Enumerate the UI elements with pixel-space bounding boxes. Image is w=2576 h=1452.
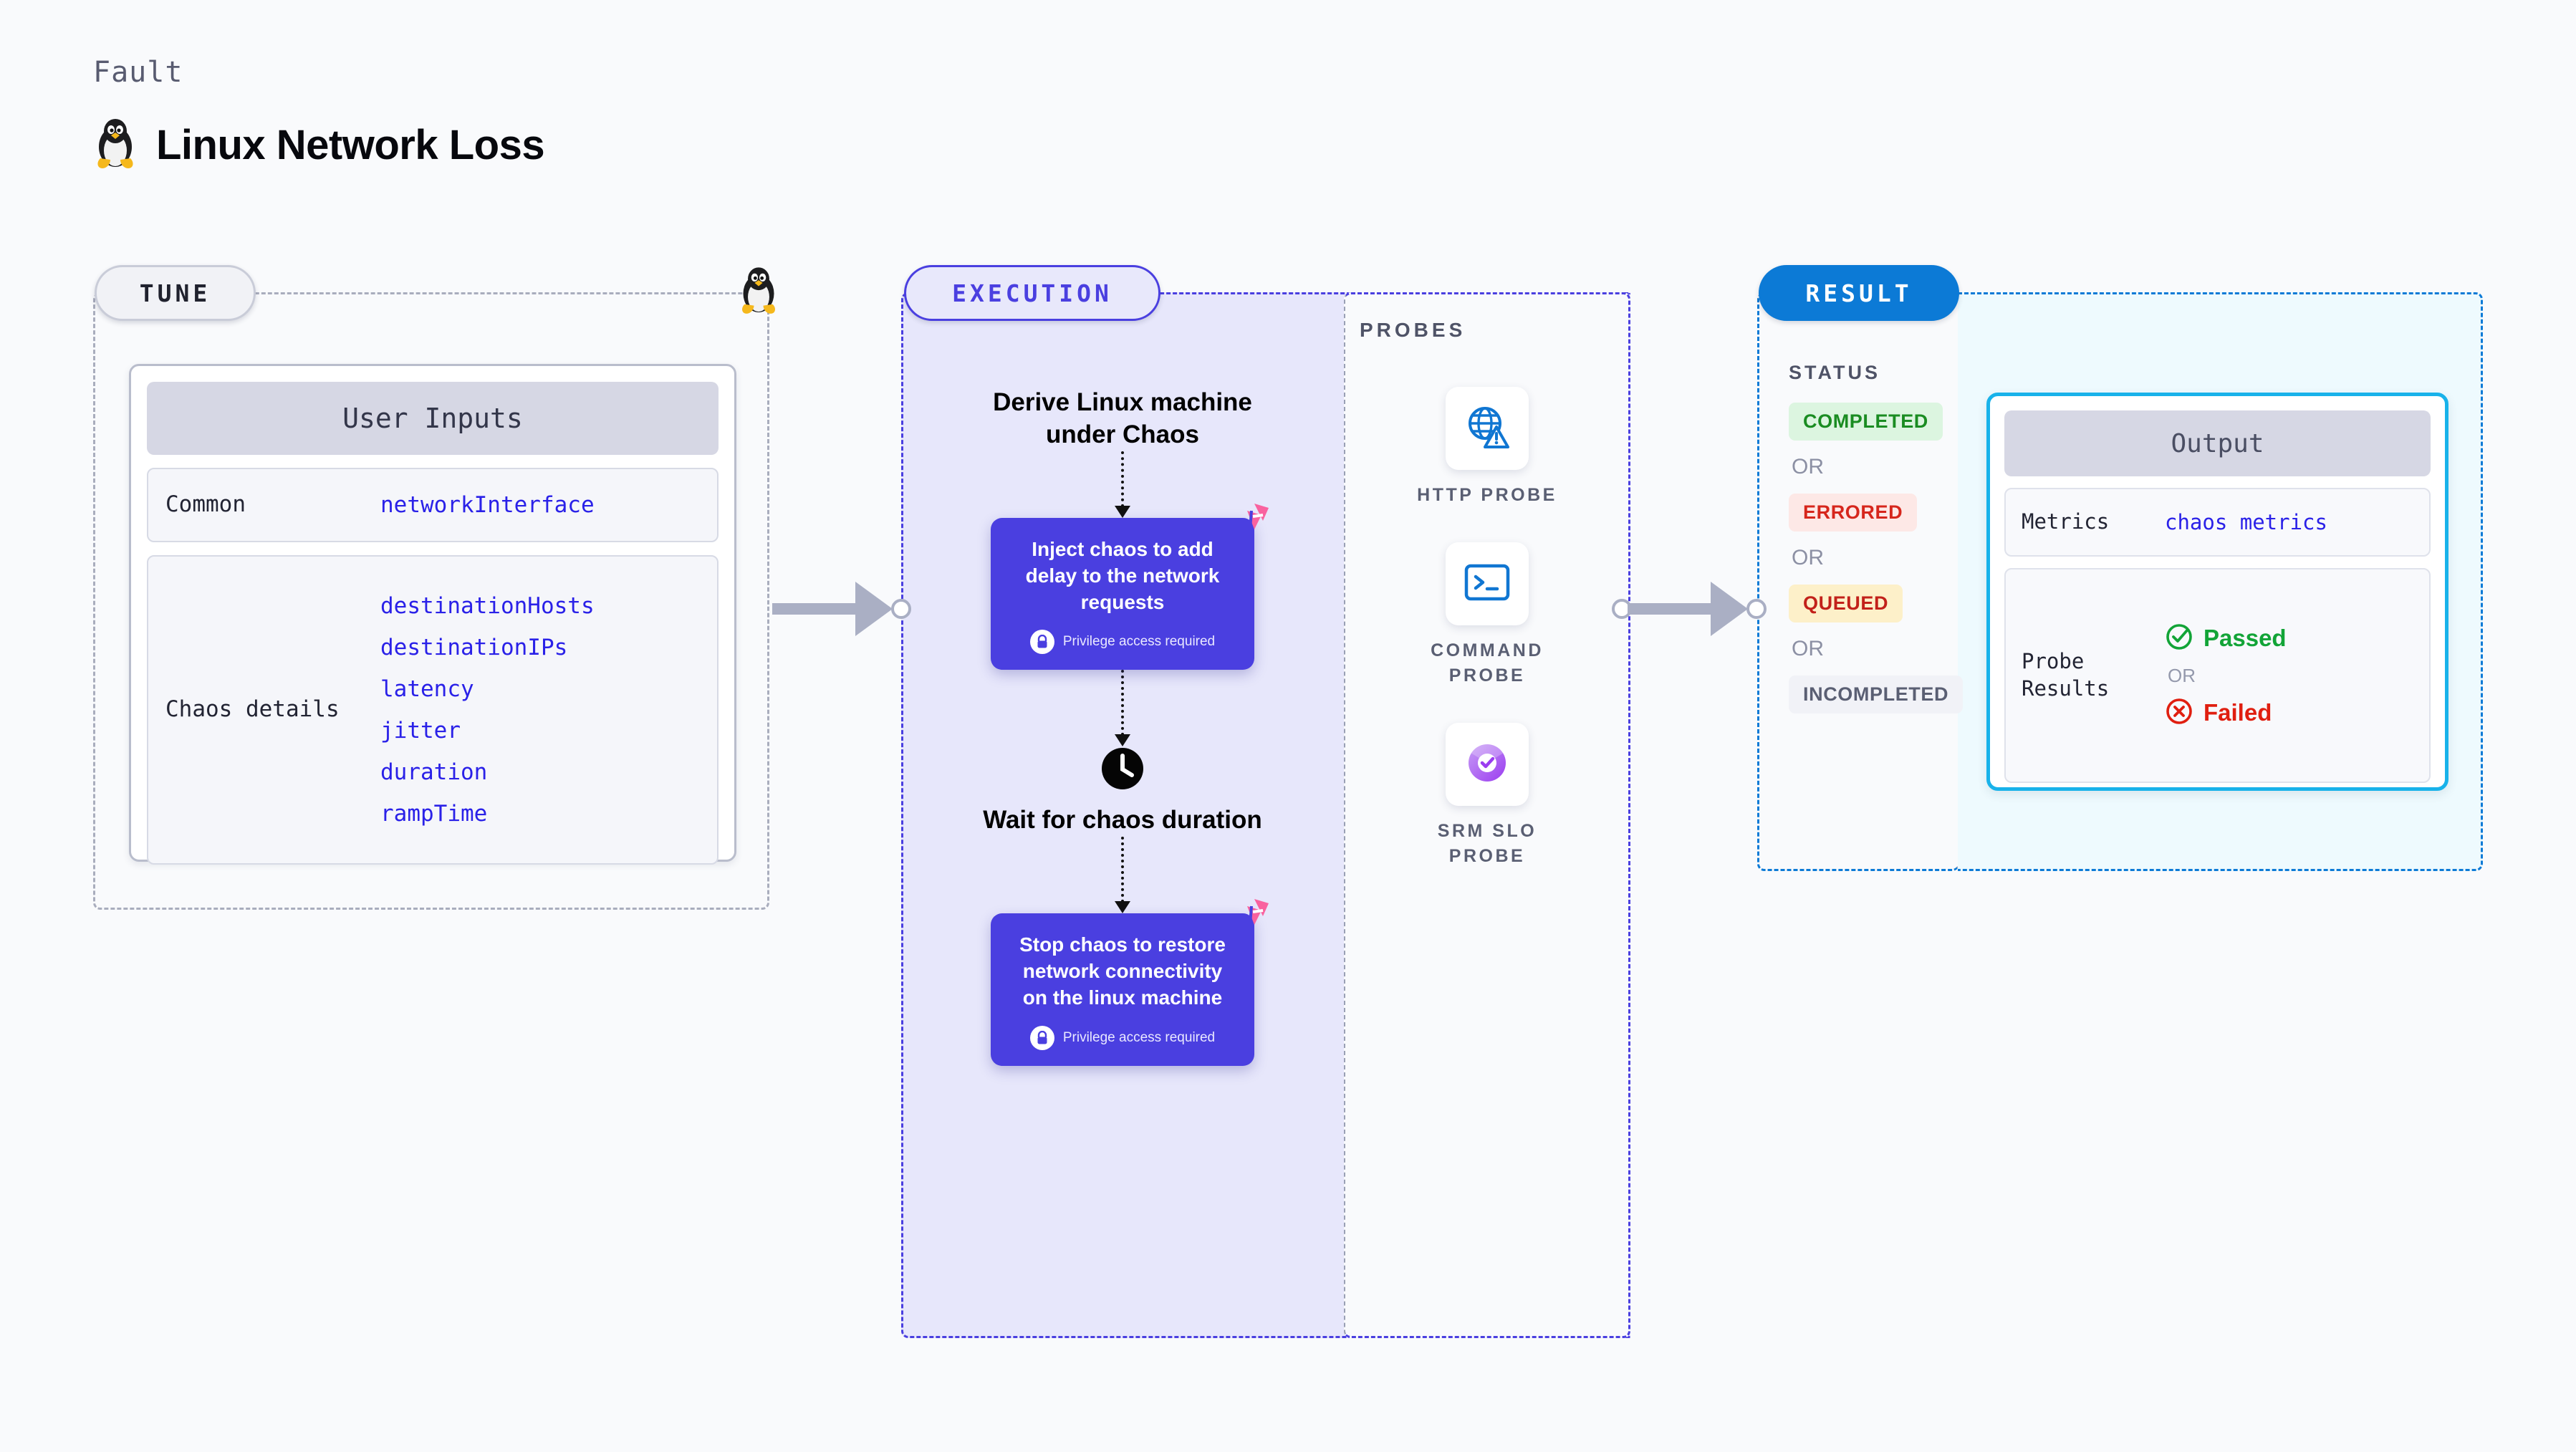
input-value: destinationHosts bbox=[380, 593, 595, 619]
probe-item-srm-slo[interactable]: SRM SLO PROBE bbox=[1398, 723, 1577, 869]
wait-step-text: Wait for chaos duration bbox=[983, 806, 1262, 835]
input-value: latency bbox=[380, 676, 474, 702]
probe-item-http[interactable]: HTTP PROBE bbox=[1417, 387, 1557, 508]
probes-heading: PROBES bbox=[1360, 319, 1466, 341]
input-row-label: Common bbox=[165, 491, 246, 518]
execution-flow: Derive Linux machine under Chaos Inject … bbox=[901, 387, 1344, 1067]
result-label: RESULT bbox=[1759, 265, 1959, 321]
status-or-3: OR bbox=[1792, 637, 1824, 660]
output-title: Output bbox=[2004, 410, 2431, 476]
inject-chaos-text: Inject chaos to add delay to the network… bbox=[1025, 537, 1220, 613]
output-metrics-value: chaos metrics bbox=[2165, 510, 2327, 534]
input-value: jitter bbox=[380, 718, 461, 744]
check-circle-icon bbox=[2165, 622, 2193, 655]
chaos-logo-icon bbox=[1233, 501, 1270, 542]
input-row-values: networkInterface bbox=[380, 492, 595, 518]
probe-item-command[interactable]: COMMAND PROBE bbox=[1398, 542, 1577, 688]
status-column: STATUS COMPLETED OR ERRORED OR QUEUED OR… bbox=[1789, 362, 1964, 713]
stop-chaos-text: Stop chaos to restore network connectivi… bbox=[1019, 933, 1226, 1009]
probe-result-or: OR bbox=[2168, 664, 2196, 686]
input-row-label: Chaos details bbox=[165, 696, 340, 723]
probe-label: COMMAND PROBE bbox=[1431, 640, 1544, 686]
privilege-label: Privilege access required bbox=[1062, 634, 1216, 650]
status-or-2: OR bbox=[1792, 546, 1824, 569]
user-inputs-card: User Inputs Common networkInterface Chao… bbox=[129, 364, 736, 865]
probes-list: HTTP PROBE COMMAND PROBE bbox=[1344, 387, 1630, 869]
flow-arrow-2 bbox=[1115, 670, 1130, 747]
lock-icon bbox=[1029, 630, 1054, 655]
linux-penguin-icon bbox=[93, 118, 138, 171]
privilege-label: Privilege access required bbox=[1062, 1030, 1216, 1046]
slo-donut-check-icon bbox=[1464, 741, 1511, 788]
execution-step-title: Derive Linux machine under Chaos bbox=[993, 388, 1252, 448]
input-value: rampTime bbox=[380, 801, 488, 827]
input-row-common: Common networkInterface bbox=[147, 468, 719, 542]
status-badge-queued: QUEUED bbox=[1789, 585, 1903, 622]
probe-result-values: Passed OR Failed bbox=[2165, 622, 2287, 729]
lock-icon bbox=[1029, 1026, 1054, 1051]
flow-arrow-3 bbox=[1115, 837, 1130, 914]
privilege-note: Privilege access required bbox=[1009, 1026, 1236, 1051]
globe-warning-icon bbox=[1464, 403, 1511, 454]
probe-tile bbox=[1446, 542, 1529, 625]
input-value: destinationIPs bbox=[380, 635, 568, 660]
output-row-probe-results: Probe Results Passed OR bbox=[2004, 568, 2431, 783]
page-title-row: Linux Network Loss bbox=[93, 118, 545, 171]
page-title: Linux Network Loss bbox=[156, 121, 545, 168]
x-circle-icon bbox=[2165, 697, 2193, 729]
tune-region bbox=[93, 292, 769, 910]
flow-arrow-1 bbox=[1115, 451, 1130, 518]
execution-label: EXECUTION bbox=[904, 265, 1160, 321]
terminal-icon bbox=[1464, 562, 1511, 606]
user-inputs-title: User Inputs bbox=[147, 382, 719, 455]
probe-tile bbox=[1445, 387, 1529, 470]
status-or-1: OR bbox=[1792, 455, 1824, 479]
input-value: duration bbox=[380, 759, 488, 785]
status-badge-completed: COMPLETED bbox=[1789, 403, 1943, 441]
result-status-region bbox=[1757, 292, 1959, 871]
linux-penguin-badge-icon bbox=[738, 266, 779, 320]
status-heading: STATUS bbox=[1789, 362, 1880, 383]
probe-result-failed: Failed bbox=[2165, 697, 2287, 729]
status-badge-errored: ERRORED bbox=[1789, 494, 1918, 532]
clock-icon bbox=[1100, 746, 1145, 794]
probe-label: HTTP PROBE bbox=[1417, 485, 1557, 505]
stop-chaos-card[interactable]: Stop chaos to restore network connectivi… bbox=[991, 899, 1269, 1067]
tune-label: TUNE bbox=[95, 265, 256, 321]
inject-chaos-card[interactable]: Inject chaos to add delay to the network… bbox=[991, 503, 1269, 670]
privilege-note: Privilege access required bbox=[1009, 630, 1236, 655]
probe-label: SRM SLO PROBE bbox=[1437, 821, 1537, 866]
wait-step: Wait for chaos duration bbox=[969, 746, 1277, 837]
passed-label: Passed bbox=[2203, 625, 2287, 651]
output-row-metrics: Metrics chaos metrics bbox=[2004, 488, 2431, 557]
input-value: networkInterface bbox=[380, 492, 595, 518]
output-row-label: Probe Results bbox=[2022, 649, 2110, 701]
input-row-chaos-details: Chaos details destinationHosts destinati… bbox=[147, 555, 719, 865]
probe-result-passed: Passed bbox=[2165, 622, 2287, 655]
input-row-values: destinationHosts destinationIPs latency … bbox=[380, 593, 595, 827]
probe-tile bbox=[1446, 723, 1529, 806]
connector-execution-to-result bbox=[1612, 580, 1777, 638]
output-card: Output Metrics chaos metrics Probe Resul… bbox=[1986, 393, 2448, 791]
page-eyebrow: Fault bbox=[93, 56, 183, 89]
status-badge-incompleted: INCOMPLETED bbox=[1789, 675, 1964, 713]
output-row-label: Metrics bbox=[2022, 509, 2110, 534]
connector-tune-to-execution bbox=[772, 580, 911, 638]
chaos-logo-icon bbox=[1233, 896, 1270, 937]
failed-label: Failed bbox=[2203, 699, 2272, 726]
